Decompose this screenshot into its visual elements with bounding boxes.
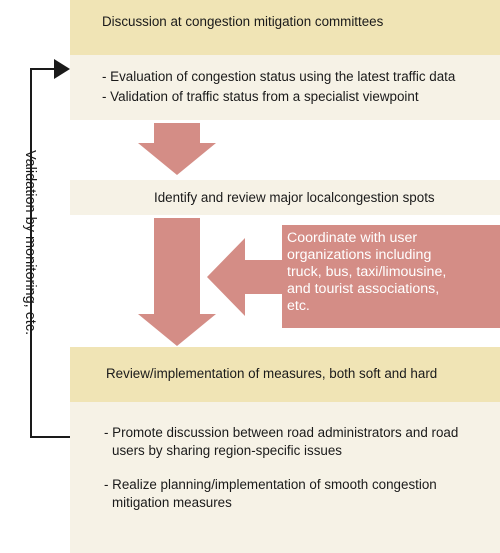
stage3-body: - Promote discussion between road admini… [70, 402, 500, 553]
stage1-bullet-1: - Evaluation of congestion status using … [102, 69, 456, 84]
stage1-bullet-2: - Validation of traffic status from a sp… [102, 89, 419, 104]
coordinate-line-4: and tourist associations, [287, 281, 440, 297]
coordinate-line-2: organizations including [287, 247, 432, 263]
stage1-body: - Evaluation of congestion status using … [70, 55, 500, 120]
stage2-title: Identify and review major localcongestio… [154, 190, 435, 205]
stage1-header: Discussion at congestion mitigation comm… [70, 0, 500, 55]
left-arrow-icon [207, 238, 285, 316]
stage3-title: Review/implementation of measures, both … [106, 366, 438, 381]
loop-line-top [30, 68, 58, 70]
loop-line-vertical [30, 68, 32, 438]
stage3-bullet-1-line-1: - Promote discussion between road admini… [104, 425, 459, 440]
stage2-box: Identify and review major localcongestio… [70, 180, 500, 215]
loop-line-bottom [30, 436, 70, 438]
side-label: Validation by monitoring, etc. [22, 150, 38, 336]
down-arrow-1-icon [138, 123, 216, 175]
coordinate-box [282, 225, 500, 328]
loop-arrowhead-icon [54, 59, 70, 79]
coordinate-line-5: etc. [287, 298, 310, 314]
coordinate-line-3: truck, bus, taxi/limousine, [287, 264, 447, 280]
stage3-bullet-2-line-1: - Realize planning/implementation of smo… [104, 477, 437, 492]
stage3-header: Review/implementation of measures, both … [70, 347, 500, 402]
coordinate-line-1: Coordinate with user [287, 230, 418, 246]
stage1-title: Discussion at congestion mitigation comm… [102, 14, 384, 29]
down-arrow-2-icon [138, 218, 216, 346]
stage3-bullet-2-line-2: mitigation measures [112, 495, 232, 510]
stage3-bullet-1-line-2: users by sharing region-specific issues [112, 443, 342, 458]
coordinate-text: Coordinate with user organizations inclu… [287, 230, 492, 315]
